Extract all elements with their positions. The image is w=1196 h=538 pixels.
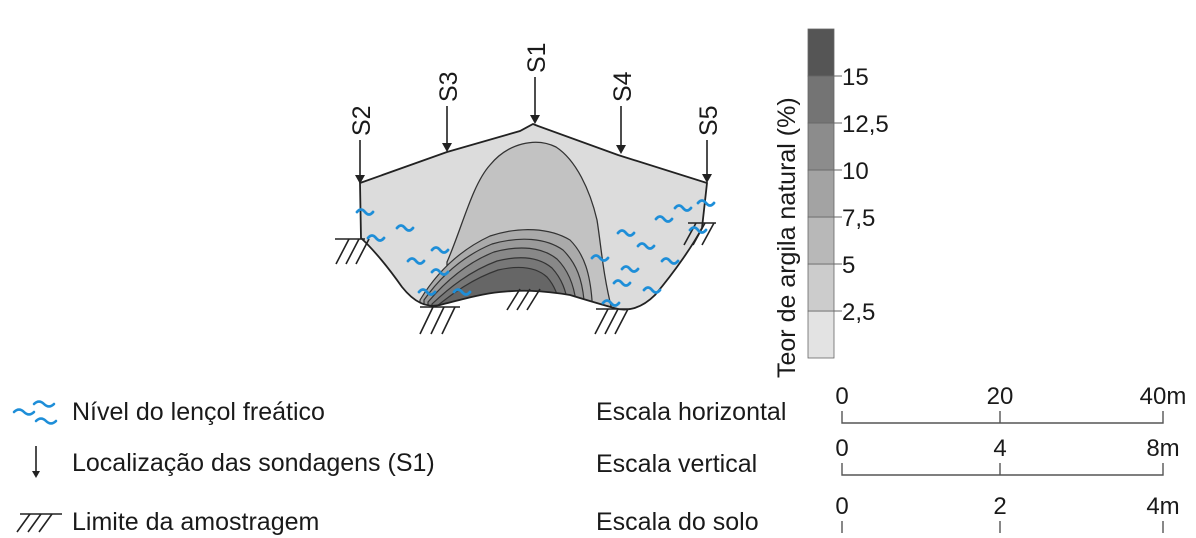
water-wave-icon bbox=[696, 199, 716, 207]
sounding-s4: S4 bbox=[609, 71, 637, 154]
water-wave-icon bbox=[654, 215, 674, 223]
sampling-limit-bottom-left bbox=[419, 306, 460, 335]
colorbar-tick-label: 10 bbox=[842, 158, 869, 185]
colorbar-swatch bbox=[807, 28, 835, 77]
colorbar-tick-label: 15 bbox=[842, 64, 869, 91]
colorbar-swatch bbox=[807, 216, 835, 265]
water-wave-icon bbox=[636, 242, 656, 250]
scale-soil-label: Escala do solo bbox=[596, 508, 759, 536]
water-wave-icon bbox=[673, 204, 693, 212]
scale-soil: Escala do solo 0 2 4m bbox=[596, 493, 1180, 536]
sounding-label-s4: S4 bbox=[609, 71, 637, 102]
water-wave-icon bbox=[355, 208, 375, 216]
legend-soundings-label: Localização das sondagens (S1) bbox=[72, 449, 435, 477]
colorbar-swatches bbox=[807, 28, 835, 359]
water-wave-icon bbox=[452, 288, 472, 296]
colorbar-ticks: 15 12,5 10 7,5 5 2,5 bbox=[834, 64, 889, 326]
water-wave-icon bbox=[395, 224, 415, 232]
scale-soil-tick-0: 0 bbox=[835, 493, 848, 520]
colorbar-swatch bbox=[807, 263, 835, 312]
scale-soil-tick-2: 4m bbox=[1146, 493, 1179, 520]
sounding-s1: S1 bbox=[523, 42, 551, 124]
sounding-label-s5: S5 bbox=[695, 105, 723, 136]
colorbar-tick-label: 2,5 bbox=[842, 299, 875, 326]
sampling-limit-bottom-right bbox=[594, 308, 630, 335]
sampling-limit-bottom-center bbox=[506, 288, 541, 311]
water-wave-icon bbox=[406, 257, 426, 265]
water-wave-icon bbox=[612, 279, 632, 287]
colorbar-tick-label: 12,5 bbox=[842, 111, 889, 138]
colorbar-tick-label: 7,5 bbox=[842, 205, 875, 232]
water-wave-icon bbox=[590, 254, 610, 262]
sounding-s5: S5 bbox=[695, 105, 723, 183]
sounding-label-s1: S1 bbox=[523, 42, 551, 73]
water-wave-icon bbox=[366, 234, 386, 242]
profile-outline bbox=[359, 123, 708, 311]
water-wave-icon bbox=[12, 400, 58, 425]
hatch-icon bbox=[16, 513, 62, 533]
scale-soil-tick-1: 2 bbox=[993, 493, 1006, 520]
down-arrow-icon bbox=[32, 446, 40, 478]
legend-water-table-label: Nível do lençol freático bbox=[72, 398, 325, 426]
colorbar-tick-label: 5 bbox=[842, 252, 855, 279]
colorbar-swatch bbox=[807, 310, 835, 359]
legend-sampling-limit-label: Limite da amostragem bbox=[72, 508, 319, 536]
scale-vertical-tick-1: 4 bbox=[993, 435, 1006, 462]
water-wave-icon bbox=[601, 299, 621, 307]
scale-vertical-tick-2: 8m bbox=[1146, 435, 1179, 462]
sampling-limit-left bbox=[335, 238, 370, 265]
water-wave-icon bbox=[417, 288, 437, 296]
colorbar-title: Teor de argila natural (%) bbox=[773, 97, 801, 378]
sounding-label-s2: S2 bbox=[348, 105, 376, 136]
sampling-limits bbox=[335, 222, 716, 335]
water-wave-icon bbox=[620, 265, 640, 273]
colorbar-swatch bbox=[807, 75, 835, 124]
sounding-label-s3: S3 bbox=[435, 71, 463, 102]
water-wave-icon bbox=[642, 286, 662, 294]
water-wave-icon bbox=[430, 268, 450, 276]
water-table-marks bbox=[355, 199, 716, 307]
water-wave-icon bbox=[660, 257, 680, 265]
scale-vertical-label: Escala vertical bbox=[596, 450, 757, 478]
legend: Nível do lençol freático Localização das… bbox=[12, 398, 435, 536]
sounding-s3: S3 bbox=[435, 71, 463, 152]
water-wave-icon bbox=[688, 226, 708, 234]
sounding-markers: S2 S3 S1 S4 S5 bbox=[348, 42, 723, 184]
scale-bars: Escala horizontal 0 20 40m Escala vertic… bbox=[596, 383, 1186, 536]
scale-horizontal: Escala horizontal 0 20 40m bbox=[596, 383, 1186, 426]
scale-horizontal-tick-2: 40m bbox=[1140, 383, 1187, 410]
scale-horizontal-tick-1: 20 bbox=[987, 383, 1014, 410]
sounding-s2: S2 bbox=[348, 105, 376, 184]
scale-horizontal-tick-0: 0 bbox=[835, 383, 848, 410]
colorbar-swatch bbox=[807, 169, 835, 218]
colorbar-swatch bbox=[807, 122, 835, 171]
colorbar: 15 12,5 10 7,5 5 2,5 Teor de argila natural (… bbox=[773, 28, 889, 378]
water-wave-icon bbox=[616, 229, 636, 237]
scale-vertical-tick-0: 0 bbox=[835, 435, 848, 462]
scale-vertical: Escala vertical 0 4 8m bbox=[596, 435, 1180, 478]
water-wave-icon bbox=[430, 246, 450, 254]
scale-horizontal-label: Escala horizontal bbox=[596, 398, 786, 426]
